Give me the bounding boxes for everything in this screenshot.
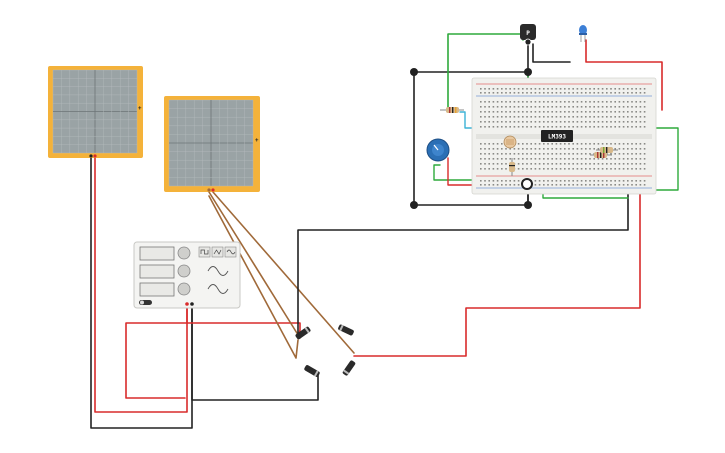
fg-display-offset <box>139 282 175 297</box>
fg-sine-icon-1 <box>207 266 229 276</box>
wire-fg-red-bridge[interactable] <box>186 322 301 339</box>
oscilloscope-1-terminal-pos[interactable] <box>93 154 97 158</box>
phototransistor[interactable]: P <box>520 24 536 46</box>
fg-display-frequency <box>139 246 175 261</box>
wire-scope2-brown-a[interactable] <box>208 191 301 339</box>
fg-terminal-pos[interactable] <box>185 302 189 306</box>
fg-knob-amplitude[interactable] <box>177 264 191 278</box>
resistor-2[interactable] <box>509 158 515 176</box>
diode-1[interactable] <box>295 326 312 340</box>
photoresistor[interactable] <box>503 135 517 149</box>
phototransistor-label: P <box>526 30 530 37</box>
diode-2[interactable] <box>337 324 354 336</box>
junction-dot[interactable] <box>524 201 532 209</box>
fg-display-amplitude <box>139 264 175 279</box>
diode-bridge <box>295 324 356 377</box>
function-generator[interactable] <box>133 241 241 309</box>
diode-4[interactable] <box>342 360 356 377</box>
wire-green-left[interactable] <box>433 164 489 181</box>
oscilloscope-2-terminal-pos[interactable] <box>211 188 215 192</box>
ic-lm393[interactable]: LM393 <box>541 130 573 142</box>
resistor-1[interactable] <box>440 107 464 113</box>
fg-power-switch-knob <box>140 300 144 305</box>
led-blue[interactable] <box>579 25 587 42</box>
resistor-3[interactable] <box>590 152 612 158</box>
breadboard-holes <box>480 88 646 186</box>
ic-label: LM393 <box>548 134 566 141</box>
fg-triangle-wave-button[interactable] <box>211 246 224 258</box>
junction-dot[interactable] <box>410 201 418 209</box>
wire-scope1-red[interactable] <box>94 157 188 413</box>
fg-knob-offset[interactable] <box>177 282 191 296</box>
wire-fg-red-loop[interactable] <box>125 304 188 399</box>
diode-3[interactable] <box>304 364 321 377</box>
fg-terminal-neg[interactable] <box>190 302 194 306</box>
wire-bridge-red[interactable] <box>353 189 641 357</box>
oscilloscope-2-grid <box>168 99 254 187</box>
fg-sine-icon-2 <box>207 284 229 294</box>
fg-square-wave-button[interactable] <box>198 246 211 258</box>
oscilloscope-1-grid <box>52 69 138 154</box>
oscilloscope-2-probe-marker: + <box>255 138 259 144</box>
resistor-4[interactable] <box>596 147 618 153</box>
fg-sine-wave-button[interactable] <box>224 246 237 258</box>
oscilloscope-2-terminal-neg[interactable] <box>207 188 211 192</box>
oscilloscope-1-terminal-neg[interactable] <box>89 154 93 158</box>
ground-terminal[interactable] <box>521 178 533 190</box>
wire-bridge-black[interactable] <box>297 189 629 339</box>
wire-scope2-brown-b[interactable] <box>212 191 355 354</box>
wire-fg-black[interactable] <box>191 304 319 401</box>
junction-dot[interactable] <box>410 68 418 76</box>
wire-led-red[interactable] <box>585 39 663 111</box>
potentiometer[interactable] <box>426 138 450 162</box>
oscilloscope-2[interactable]: + <box>164 96 260 192</box>
oscilloscope-1-probe-marker: + <box>138 106 142 112</box>
wire-photo-black2[interactable] <box>532 43 571 63</box>
junction-dot[interactable] <box>524 68 532 76</box>
fg-knob-frequency[interactable] <box>177 246 191 260</box>
connector-dots <box>410 68 532 209</box>
oscilloscope-1[interactable]: + <box>48 66 143 158</box>
